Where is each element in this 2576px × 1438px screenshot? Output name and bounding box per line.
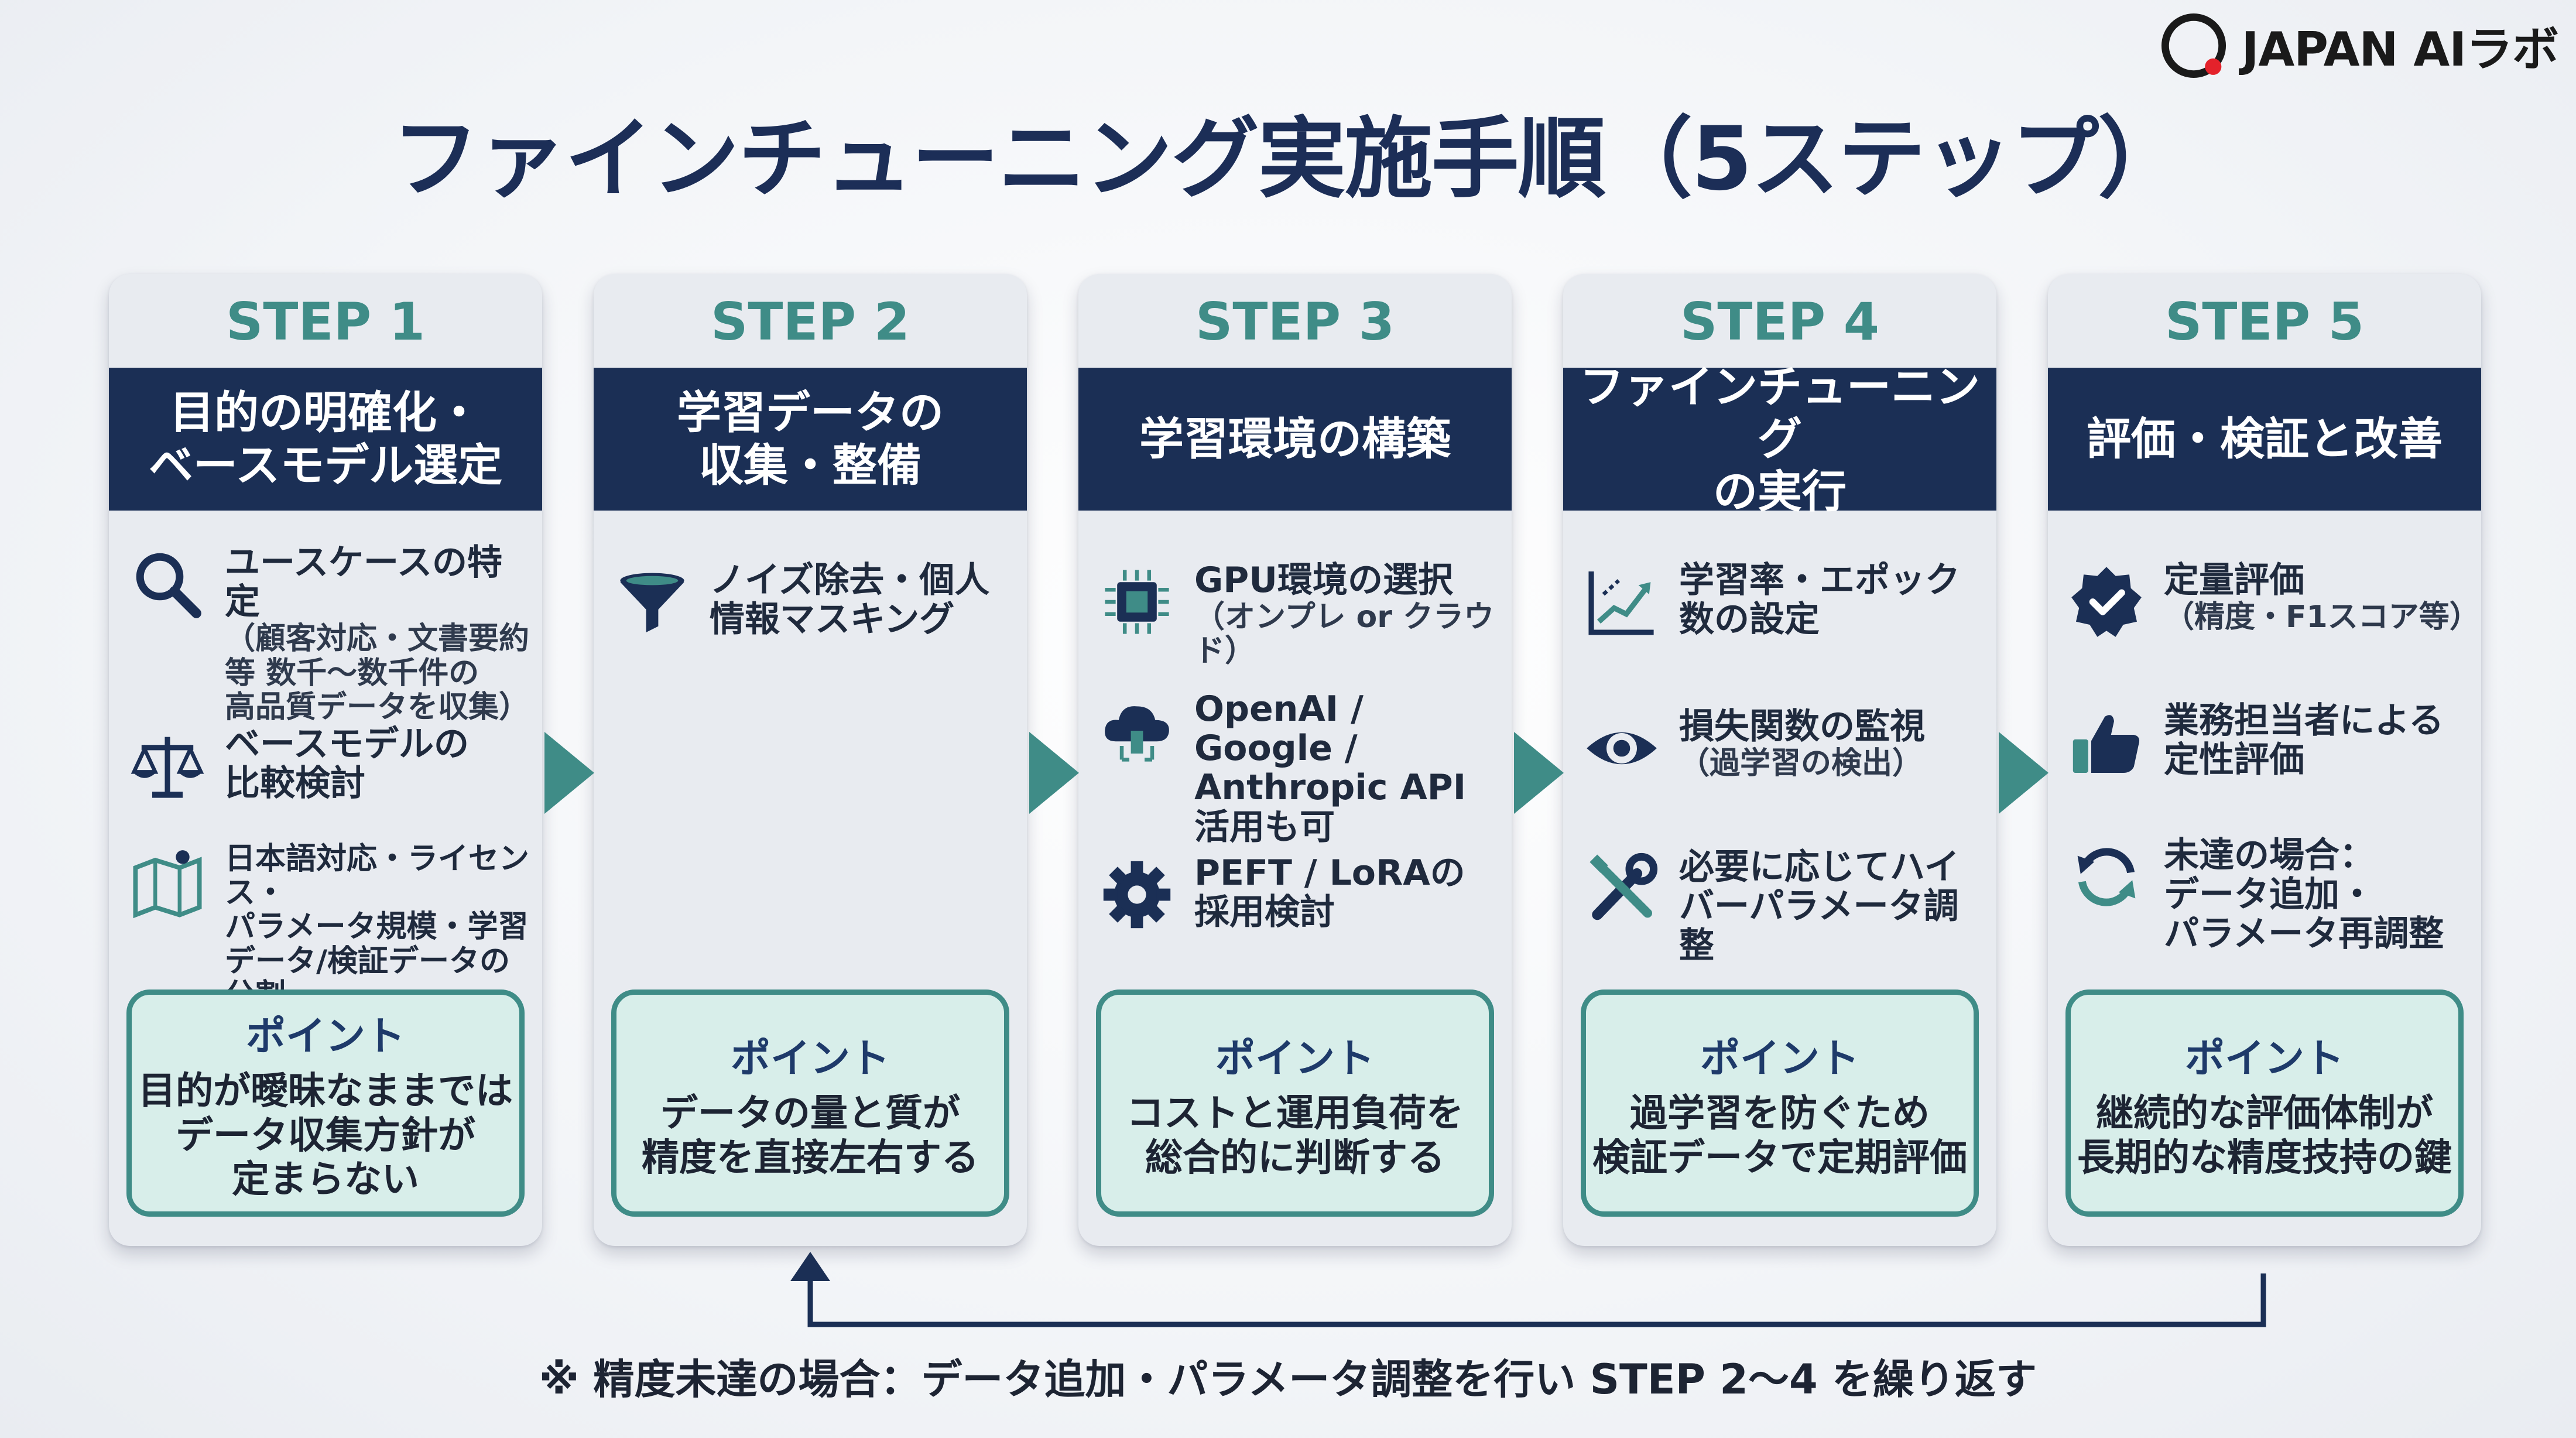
step-card-4: STEP 4 ファインチューニング の実行 学習率・エポック 数の設定 損失関数…	[1563, 274, 1996, 1246]
step-heading: 目的の明確化・ ベースモデル選定	[148, 386, 503, 491]
step-heading: ファインチューニング の実行	[1580, 360, 1980, 518]
point-label: ポイント	[730, 1035, 890, 1082]
item-detail: （オンプレ or クラウド）	[1194, 600, 1495, 669]
point-text: データの量と質が 精度を直接左右する	[642, 1091, 979, 1180]
next-step-arrow	[544, 732, 594, 814]
item-title: 定量評価	[2164, 560, 2304, 601]
refresh-icon	[2065, 836, 2147, 918]
step-item: 学習率・エポック 数の設定	[1581, 560, 1991, 643]
item-detail: （顧客対応・文書要約 等 数千〜数千件の 高品質データを収集）	[225, 621, 530, 725]
step-heading-bar: 評価・検証と改善	[2048, 368, 2481, 511]
logo-ring-icon	[2161, 13, 2226, 78]
step-item: 損失関数の監視 （過学習の検出）	[1581, 707, 1991, 789]
point-box: ポイント 継続的な評価体制が 長期的な精度技持の鍵	[2065, 990, 2464, 1217]
magnifier-icon	[126, 543, 208, 625]
step-item: GPU環境の選択 （オンプレ or クラウド）	[1096, 560, 1506, 669]
item-title: 学習率・エポック 数の設定	[1679, 560, 1960, 641]
map-icon	[126, 842, 208, 924]
logo-text: JAPAN AIラボ	[2241, 22, 2559, 77]
step-card-3: STEP 3 学習環境の構築 GPU環境の選択 （オンプレ or クラウド） O…	[1078, 274, 1512, 1246]
eye-icon	[1581, 707, 1663, 789]
chart-icon	[1581, 561, 1663, 643]
step-item: OpenAI / Google / Anthropic API 活用も可	[1096, 689, 1506, 848]
item-title: 損失関数の監視	[1679, 706, 1925, 747]
thumbs-up-icon	[2065, 701, 2147, 783]
scales-icon	[126, 725, 208, 807]
point-label: ポイント	[1215, 1035, 1375, 1082]
item-title: 業務担当者による 定性評価	[2164, 700, 2444, 781]
funnel-icon	[611, 561, 693, 643]
step-card-5: STEP 5 評価・検証と改善 定量評価 （精度・F1スコア等） 業務担当者によ…	[2048, 274, 2481, 1246]
step-label: STEP 4	[1680, 292, 1879, 352]
step-item: ユースケースの特定 （顧客対応・文書要約 等 数千〜数千件の 高品質データを収集…	[126, 543, 536, 724]
next-step-arrow	[1029, 732, 1079, 814]
step-heading-bar: 学習環境の構築	[1078, 368, 1512, 511]
next-step-arrow	[1514, 732, 1564, 814]
point-box: ポイント 過学習を防ぐため 検証データで定期評価	[1581, 990, 1979, 1217]
brand-logo: JAPAN AIラボ	[2156, 8, 2559, 83]
item-title: ベースモデルの 比較検討	[225, 724, 469, 804]
tools-icon	[1581, 848, 1663, 930]
cloud-icon	[1096, 690, 1178, 772]
step-item: 業務担当者による 定性評価	[2065, 701, 2475, 783]
step-item: 未達の場合： データ追加・ パラメータ再調整	[2065, 836, 2475, 954]
point-text: コストと運用負荷を 総合的に判断する	[1126, 1091, 1464, 1180]
step-label: STEP 2	[711, 292, 910, 352]
item-detail: （精度・F1スコア等）	[2164, 600, 2480, 635]
item-title: ノイズ除去・個人 情報マスキング	[710, 560, 990, 641]
point-label: ポイント	[1700, 1035, 1859, 1082]
step-card-2: STEP 2 学習データの 収集・整備 ノイズ除去・個人 情報マスキング ポイン…	[594, 274, 1027, 1246]
point-label: ポイント	[245, 1014, 405, 1060]
step-heading: 学習データの 収集・整備	[677, 386, 944, 491]
step-item: ベースモデルの 比較検討	[126, 724, 536, 807]
point-box: ポイント 目的が曖昧なままでは データ収集方針が 定まらない	[126, 990, 525, 1217]
point-text: 過学習を防ぐため 検証データで定期評価	[1592, 1091, 1967, 1180]
step-item: 日本語対応・ライセンス・ パラメータ規模・学習 データ/検証データの分割	[126, 842, 536, 1012]
item-title: ユースケースの特定	[225, 542, 502, 623]
step-heading-bar: 学習データの 収集・整備	[594, 368, 1027, 511]
step-label: STEP 5	[2165, 292, 2364, 352]
point-text: 継続的な評価体制が 長期的な精度技持の鍵	[2077, 1091, 2452, 1180]
badge-check-icon	[2065, 561, 2147, 643]
item-title: GPU環境の選択	[1194, 560, 1453, 601]
item-title: 日本語対応・ライセンス・ パラメータ規模・学習 データ/検証データの分割	[225, 841, 530, 1012]
step-heading: 評価・検証と改善	[2087, 413, 2443, 465]
item-detail: （過学習の検出）	[1679, 746, 1923, 782]
step-heading-bar: 目的の明確化・ ベースモデル選定	[109, 368, 542, 511]
page-title: ファインチューニング実施手順（5ステップ）	[391, 108, 2186, 210]
item-title: PEFT / LoRAの 採用検討	[1194, 852, 1465, 933]
point-box: ポイント コストと運用負荷を 総合的に判断する	[1096, 990, 1494, 1217]
step-item: 定量評価 （精度・F1スコア等）	[2065, 560, 2480, 643]
point-text: 目的が曖昧なままでは データ収集方針が 定まらない	[138, 1070, 513, 1202]
item-title: OpenAI / Google / Anthropic API 活用も可	[1194, 689, 1467, 848]
gear-icon	[1096, 854, 1178, 936]
step-item: PEFT / LoRAの 採用検討	[1096, 852, 1506, 936]
chip-icon	[1096, 561, 1178, 643]
point-box: ポイント データの量と質が 精度を直接左右する	[611, 990, 1009, 1217]
next-step-arrow	[1999, 732, 2049, 814]
step-item: 必要に応じてハイ バーパラメータ調整	[1581, 847, 1991, 967]
step-card-1: STEP 1 目的の明確化・ ベースモデル選定 ユースケースの特定 （顧客対応・…	[109, 274, 542, 1246]
step-heading: 学習環境の構築	[1139, 413, 1451, 465]
step-heading-bar: ファインチューニング の実行	[1563, 361, 1996, 518]
footnote: ※ 精度未達の場合：データ追加・パラメータ調整を行い STEP 2〜4 を繰り返…	[539, 1355, 2037, 1403]
item-title: 必要に応じてハイ バーパラメータ調整	[1679, 847, 1960, 967]
step-label: STEP 3	[1195, 292, 1395, 352]
point-label: ポイント	[2184, 1035, 2344, 1082]
step-item: ノイズ除去・個人 情報マスキング	[611, 560, 1021, 643]
item-title: 未達の場合： データ追加・ パラメータ再調整	[2164, 835, 2444, 955]
step-label: STEP 1	[226, 292, 425, 352]
